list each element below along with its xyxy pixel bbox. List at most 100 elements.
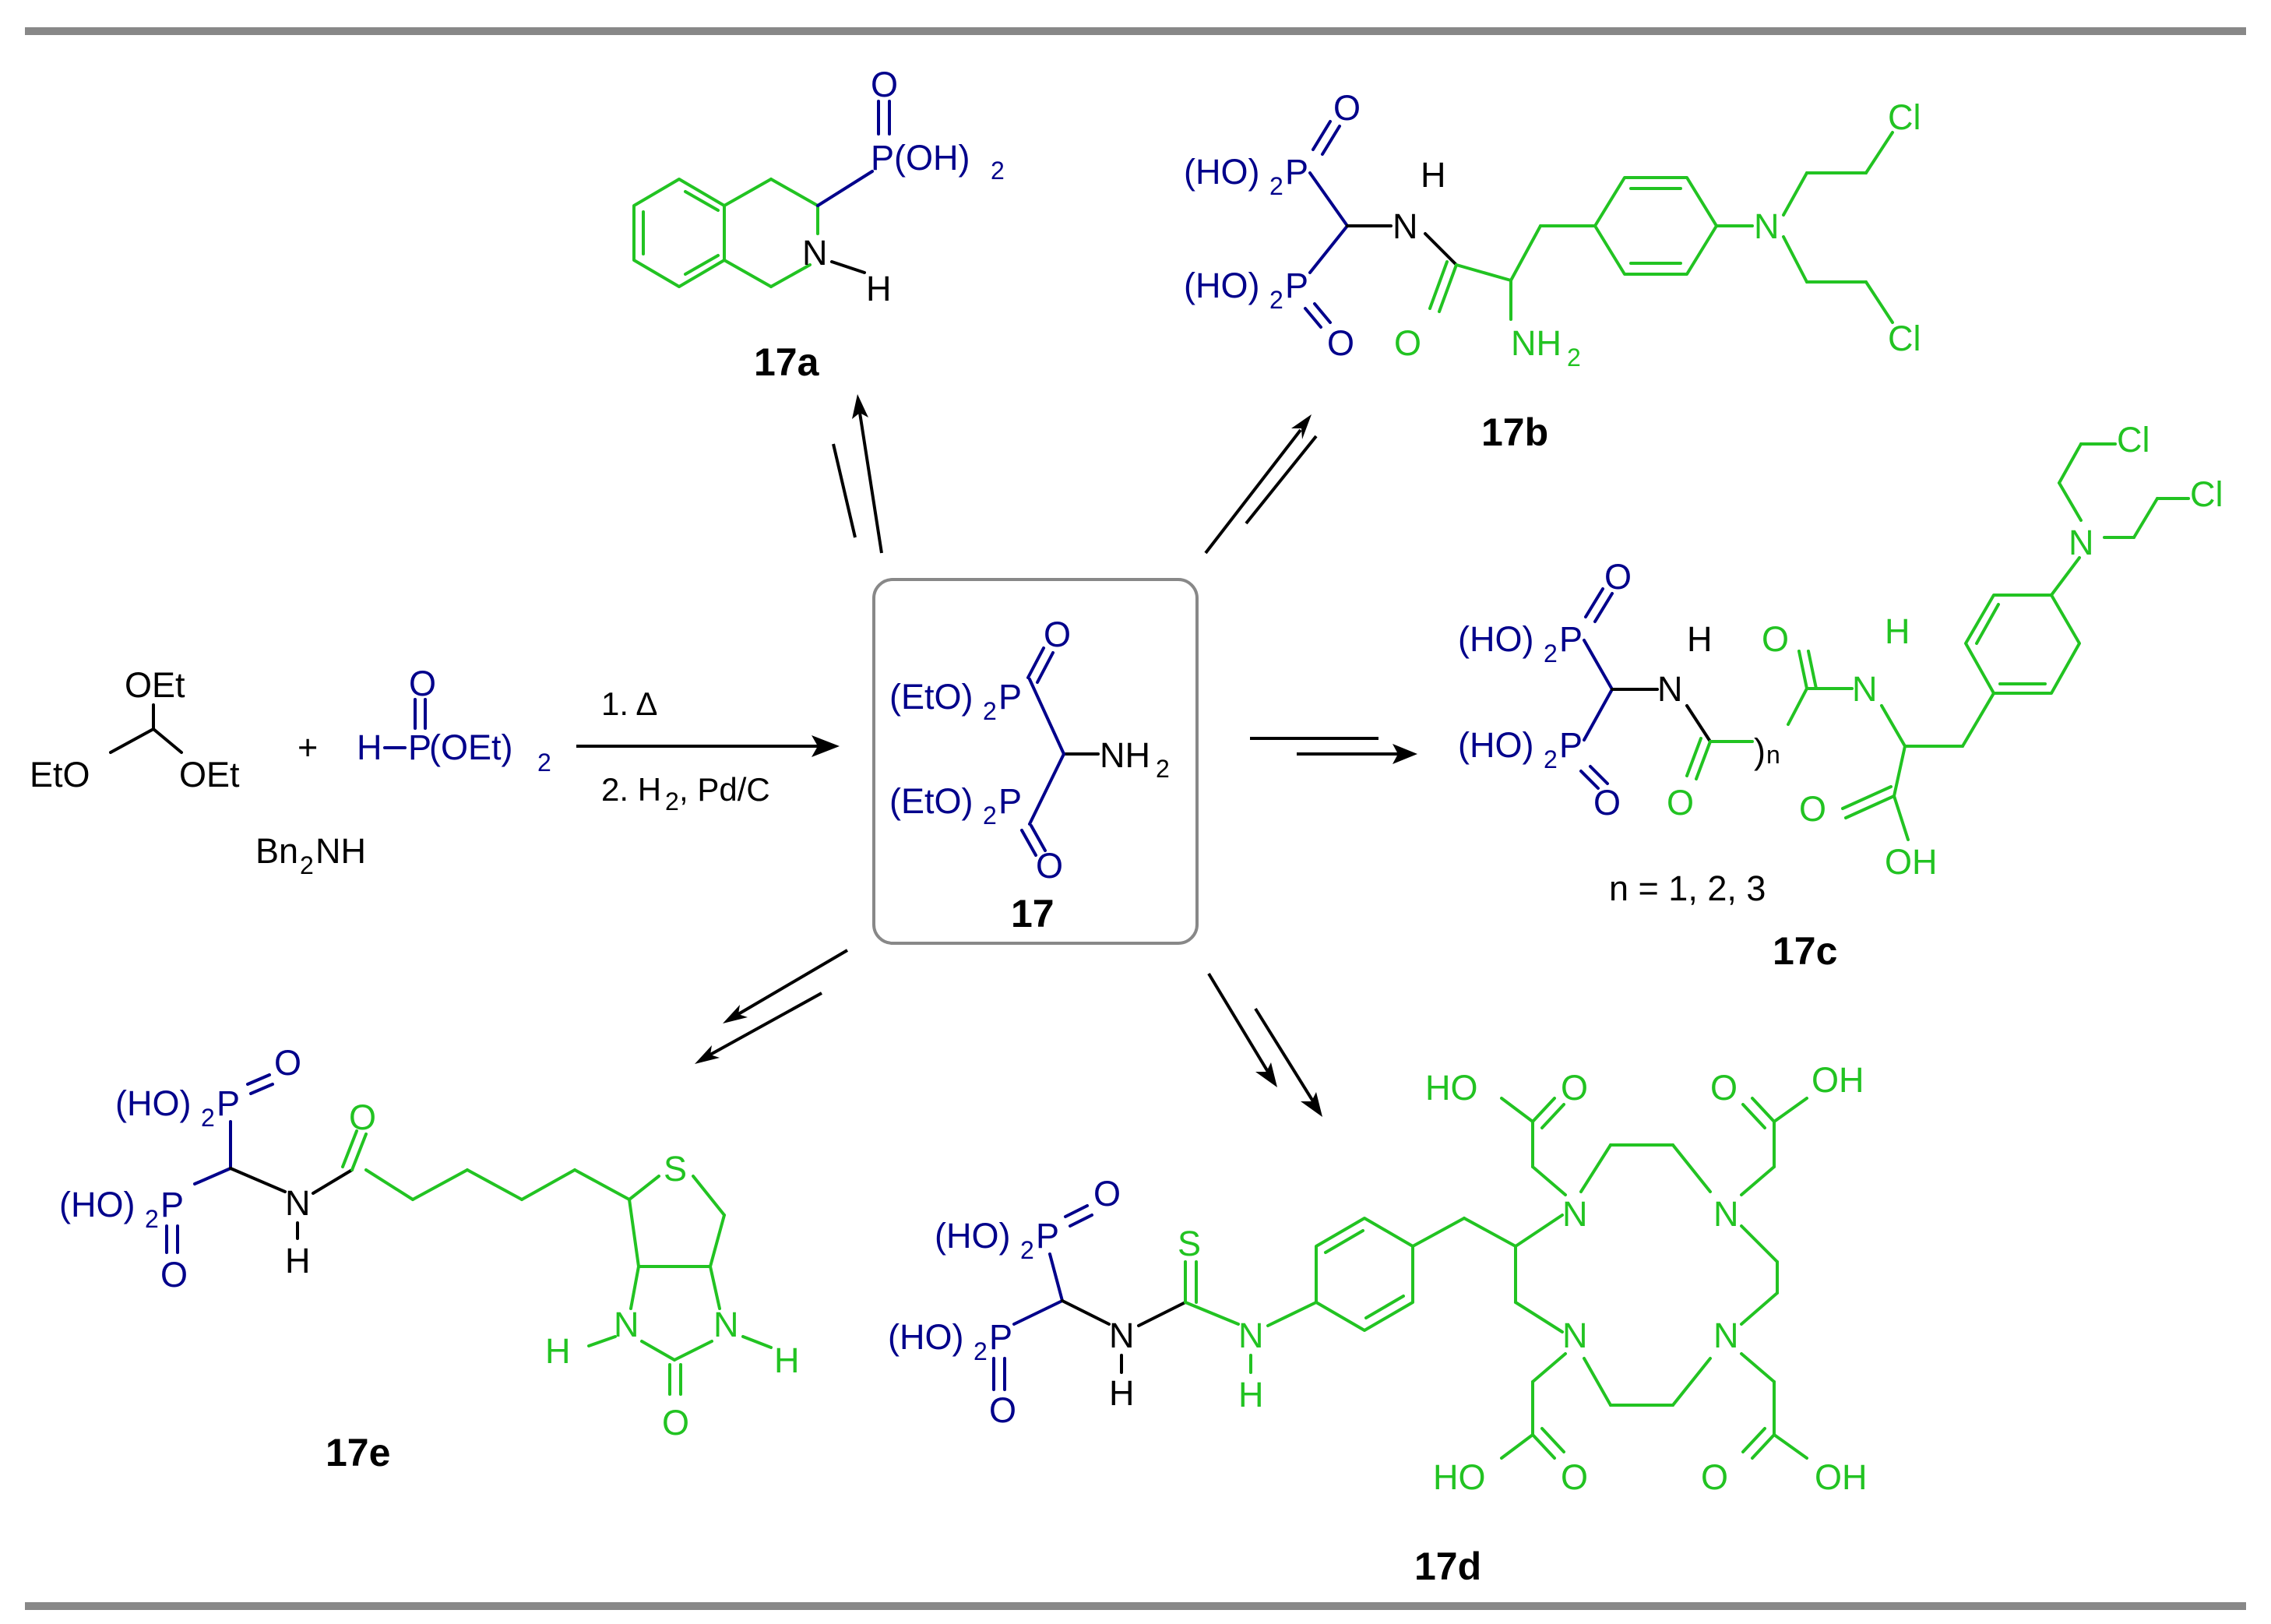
svg-text:Cl: Cl xyxy=(1888,97,1921,137)
svg-text:H: H xyxy=(1421,155,1446,195)
arrow-to-17b xyxy=(1204,414,1318,555)
svg-text:P: P xyxy=(1285,266,1308,305)
svg-text:2: 2 xyxy=(1567,343,1581,372)
arrow-to-17a xyxy=(832,394,883,554)
svg-text:Cl: Cl xyxy=(2117,420,2150,460)
svg-text:O: O xyxy=(1667,783,1694,823)
svg-text:O: O xyxy=(1561,1457,1588,1497)
svg-text:NH: NH xyxy=(1100,735,1150,775)
svg-text:EtO: EtO xyxy=(30,755,90,794)
svg-text:HO: HO xyxy=(1433,1457,1486,1497)
svg-text:N: N xyxy=(1562,1316,1588,1355)
svg-text:H: H xyxy=(545,1331,571,1371)
svg-text:(EtO): (EtO) xyxy=(889,677,974,717)
svg-text:2: 2 xyxy=(201,1104,215,1132)
svg-text:N: N xyxy=(802,233,828,273)
svg-text:O: O xyxy=(871,65,898,104)
svg-text:O: O xyxy=(1561,1068,1588,1108)
arrow-to-17c xyxy=(1250,737,1417,764)
compound-17-structure: (EtO) 2 P O NH 2 (EtO) 2 P O xyxy=(889,615,1170,886)
svg-text:O: O xyxy=(1327,323,1354,363)
svg-text:N: N xyxy=(1852,669,1878,709)
svg-text:2: 2 xyxy=(300,851,314,879)
svg-text:O: O xyxy=(1604,557,1632,597)
compound-17d-structure: (HO) 2 P O (HO) 2 P O N H S N H N xyxy=(888,1060,1868,1497)
compound-17c-n-note: n = 1, 2, 3 xyxy=(1609,868,1766,908)
svg-text:P: P xyxy=(989,1317,1012,1357)
svg-text:H: H xyxy=(774,1340,800,1380)
svg-text:2: 2 xyxy=(974,1337,988,1365)
svg-text:(HO): (HO) xyxy=(1184,152,1259,192)
compound-17a-label: 17a xyxy=(754,340,820,384)
svg-text:H: H xyxy=(1109,1373,1135,1413)
svg-text:O: O xyxy=(662,1403,689,1443)
svg-text:2: 2 xyxy=(1156,755,1170,783)
svg-text:2: 2 xyxy=(1269,172,1283,200)
svg-text:(EtO): (EtO) xyxy=(889,781,974,821)
svg-text:P: P xyxy=(1559,619,1583,659)
plus-sign: + xyxy=(298,727,318,767)
svg-text:N: N xyxy=(1109,1316,1135,1355)
svg-text:2. H: 2. H xyxy=(601,771,661,808)
svg-text:H: H xyxy=(285,1241,311,1281)
condition-step-2: 2. H 2 , Pd/C xyxy=(601,771,770,816)
svg-text:2: 2 xyxy=(145,1205,159,1233)
svg-text:P: P xyxy=(998,677,1022,717)
compound-17b-structure: (HO) 2 P O (HO) 2 P O N H O NH 2 N xyxy=(1184,88,1921,372)
svg-text:OH: OH xyxy=(1885,842,1938,882)
svg-text:2: 2 xyxy=(983,801,997,830)
svg-text:N: N xyxy=(614,1305,639,1344)
svg-text:P: P xyxy=(998,781,1022,821)
svg-text:O: O xyxy=(160,1255,188,1295)
diethyl-phosphite: H P (OEt) 2 O xyxy=(357,664,551,777)
svg-text:H: H xyxy=(1687,619,1713,659)
svg-text:NH: NH xyxy=(1511,323,1562,363)
svg-text:O: O xyxy=(1710,1068,1738,1108)
compound-17e-structure: (HO) 2 P O (HO) 2 P O N H O S N N xyxy=(59,1043,800,1443)
triethyl-orthoformate: OEt EtO OEt xyxy=(30,665,240,794)
svg-text:OH: OH xyxy=(1815,1457,1868,1497)
svg-text:N: N xyxy=(1713,1194,1739,1234)
svg-text:O: O xyxy=(274,1043,301,1083)
svg-text:NH: NH xyxy=(315,831,366,871)
svg-text:P: P xyxy=(160,1185,184,1224)
svg-text:N: N xyxy=(713,1305,739,1344)
svg-text:O: O xyxy=(1701,1457,1728,1497)
compound-17c-structure: (HO) 2 P O (HO) 2 P O N H O ) n O N H O xyxy=(1458,420,2223,882)
svg-text:(HO): (HO) xyxy=(1458,619,1533,659)
svg-text:P: P xyxy=(408,727,431,767)
svg-text:, Pd/C: , Pd/C xyxy=(679,771,770,808)
svg-text:O: O xyxy=(1593,783,1621,823)
svg-text:N: N xyxy=(1657,669,1683,709)
synthesis-arrow xyxy=(576,735,840,757)
compound-17c-label: 17c xyxy=(1773,929,1837,973)
svg-text:N: N xyxy=(2069,523,2094,562)
svg-text:H: H xyxy=(1885,611,1910,651)
svg-text:N: N xyxy=(1754,206,1780,246)
svg-text:(HO): (HO) xyxy=(1458,725,1533,765)
svg-text:2: 2 xyxy=(1544,639,1558,668)
svg-text:O: O xyxy=(1044,615,1071,654)
svg-text:(HO): (HO) xyxy=(59,1185,135,1224)
condition-step-1: 1. Δ xyxy=(601,685,657,722)
svg-text:OH: OH xyxy=(1812,1060,1864,1100)
dibenzylamine: Bn 2 NH xyxy=(255,831,366,879)
arrow-to-17d xyxy=(1207,972,1322,1117)
svg-text:O: O xyxy=(989,1390,1016,1430)
svg-text:N: N xyxy=(1562,1194,1588,1234)
svg-text:N: N xyxy=(1238,1316,1264,1355)
compound-17e-label: 17e xyxy=(326,1431,390,1474)
svg-text:2: 2 xyxy=(983,697,997,725)
svg-text:N: N xyxy=(1713,1316,1739,1355)
svg-text:S: S xyxy=(1178,1224,1201,1263)
svg-text:HO: HO xyxy=(1425,1068,1478,1108)
compound-17d-label: 17d xyxy=(1414,1545,1481,1588)
compound-17-box xyxy=(872,578,1199,945)
svg-text:O: O xyxy=(1762,619,1789,659)
svg-text:P: P xyxy=(1559,725,1583,765)
svg-text:O: O xyxy=(409,664,436,703)
svg-text:O: O xyxy=(1799,789,1826,829)
compound-17b-label: 17b xyxy=(1481,410,1548,454)
svg-text:2: 2 xyxy=(537,749,551,777)
